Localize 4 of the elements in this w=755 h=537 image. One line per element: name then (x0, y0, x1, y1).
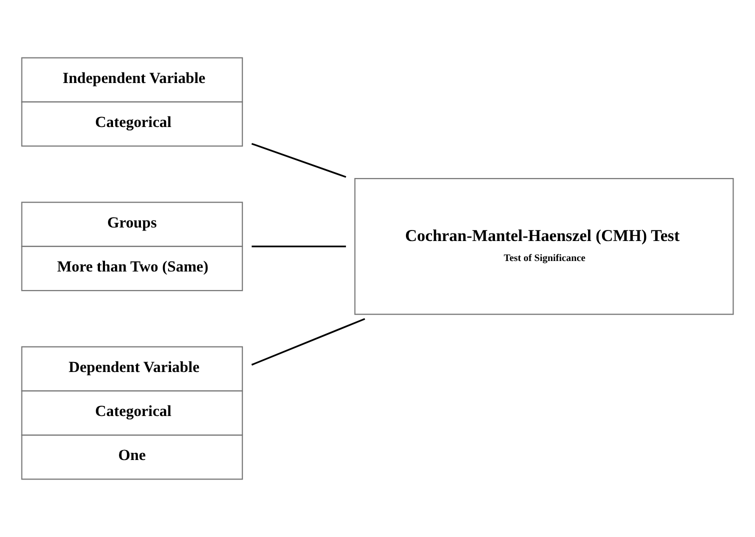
connector (251, 142, 346, 178)
node-box: Cochran-Mantel-Haenszel (CMH) Test Test of Significance (354, 178, 734, 315)
connector (251, 318, 366, 366)
connector (252, 246, 346, 248)
